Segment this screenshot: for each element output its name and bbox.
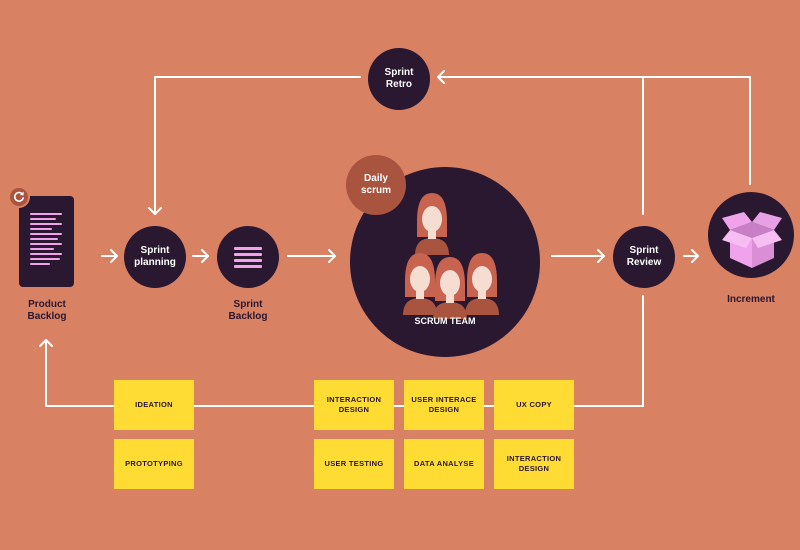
person-icon	[415, 193, 449, 255]
arrow-review-to-increment	[683, 249, 699, 263]
sprint-planning-label: Sprint planning	[134, 245, 176, 268]
sprint-backlog-node	[217, 226, 279, 288]
person-icon	[465, 253, 499, 315]
person-icon	[433, 257, 467, 319]
arrow-retro-to-planning	[148, 76, 361, 215]
scrum-team-label: SCRUM TEAM	[414, 316, 476, 326]
arrow-backlog-to-planning	[101, 249, 118, 263]
sprint-planning-node: Sprint planning	[124, 226, 186, 288]
daily-scrum-node: Daily scrum	[346, 155, 406, 215]
arrow-review-to-retro	[437, 70, 751, 215]
activity-note-ideation: IDEATION	[114, 380, 194, 430]
arrow-sprint-backlog-to-team	[287, 249, 336, 263]
activity-note-user-testing: USER TESTING	[314, 439, 394, 489]
sprint-review-label: Sprint Review	[626, 245, 662, 268]
open-box-icon	[722, 212, 782, 268]
product-backlog-label: Product Backlog	[27, 299, 67, 322]
refresh-icon	[8, 186, 30, 208]
document-icon	[30, 213, 62, 268]
increment-label: Increment	[727, 294, 775, 305]
activity-note-ux-copy: UX COPY	[494, 380, 574, 430]
sprint-retro-node: Sprint Retro	[368, 48, 430, 110]
daily-scrum-label: Daily scrum	[360, 173, 391, 196]
person-icon	[403, 253, 437, 315]
list-icon	[234, 246, 262, 268]
sprint-retro-label: Sprint Retro	[384, 67, 414, 90]
activity-note-prototyping: PROTOTYPING	[114, 439, 194, 489]
activity-note-interaction-design: INTERACTION DESIGN	[314, 380, 394, 430]
product-backlog-card	[19, 196, 74, 287]
arrow-team-to-review	[551, 249, 605, 263]
sprint-backlog-label: Sprint Backlog	[228, 299, 268, 322]
arrow-planning-to-sprint-backlog	[192, 249, 209, 263]
activity-note-data-analyse: DATA ANALYSE	[404, 439, 484, 489]
activity-note-interaction-design-2: INTERACTION DESIGN	[494, 439, 574, 489]
activity-note-user-interface-design: USER INTERACE DESIGN	[404, 380, 484, 430]
sprint-review-node: Sprint Review	[613, 226, 675, 288]
